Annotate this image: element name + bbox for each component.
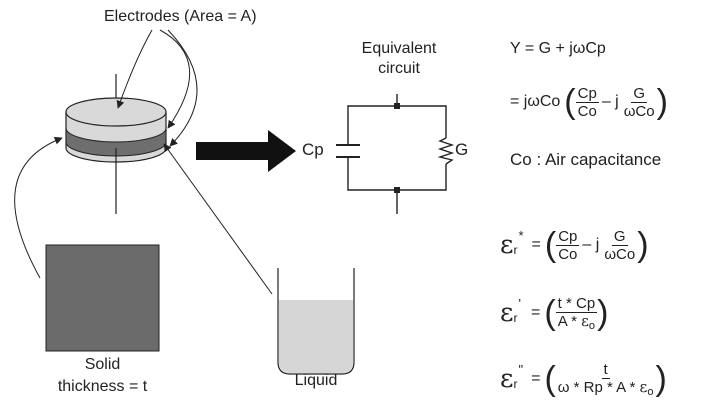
- e2-fraction: t * Cp A * εo: [555, 294, 598, 332]
- eq2-prefix: = jωCo: [510, 93, 561, 110]
- equation-eps-imag: ε r " = ( t ω * Rp * A * εo ): [500, 356, 667, 402]
- e3-den: ω * Rp * A * εo: [556, 377, 656, 398]
- eq2-rparen: ): [656, 83, 668, 121]
- electrode-pointer-mid: [159, 29, 190, 129]
- disk-sample-band: [65, 127, 167, 157]
- e3-lparen: (: [544, 360, 556, 398]
- e1-equals: =: [531, 236, 541, 253]
- e3-eps: ε: [500, 364, 514, 394]
- equation-eps-complex: ε r * = ( Cp Co – j G ωCo ): [500, 222, 649, 268]
- electrode-pointer-bottom: [167, 29, 198, 147]
- electrode-disk: [65, 74, 167, 214]
- e2-den-sub: o: [588, 319, 596, 332]
- e1-rparen: ): [637, 226, 649, 264]
- solid-arrow: [14, 136, 63, 279]
- circuit-node-top: [394, 103, 400, 109]
- e1-num1: Cp: [556, 227, 580, 246]
- e3-den-sub: o: [647, 385, 654, 398]
- e1-sub: r: [513, 243, 518, 257]
- e2-lparen: (: [544, 294, 556, 332]
- co-note: Co : Air capacitance: [510, 150, 662, 169]
- cp-label: Cp: [302, 140, 324, 159]
- eq2-fraction-cp-co: Cp Co: [575, 84, 599, 120]
- e2-den-prefix: A *: [557, 312, 582, 330]
- circuit-bottom-wire: [347, 157, 447, 191]
- equivalent-circuit-label-line1: Equivalent: [361, 40, 437, 57]
- e1-fraction-cp-co: Cp Co: [556, 227, 580, 263]
- solid-label-line2: thickness = t: [57, 378, 148, 395]
- equation-eps-real: ε r ' = ( t * Cp A * εo ): [500, 290, 608, 336]
- eq2-lparen: (: [564, 83, 576, 121]
- e3-fraction: t ω * Rp * A * εo: [556, 361, 656, 398]
- e3-sub: r: [513, 377, 518, 391]
- e1-sup: *: [518, 227, 524, 243]
- big-right-arrow: [196, 130, 296, 172]
- e2-num: t * Cp: [555, 294, 598, 313]
- e1-eps: ε: [500, 230, 514, 260]
- solid-sample: [45, 244, 160, 352]
- e1-den2: ωCo: [604, 245, 636, 263]
- equivalent-circuit-label-line2: circuit: [378, 60, 420, 77]
- g-label: G: [455, 140, 469, 159]
- disk-top-electrode: [65, 97, 167, 127]
- eq2-fraction-g-wco: G ωCo: [622, 85, 657, 120]
- e3-den-eps: ε: [639, 377, 648, 396]
- e2-sup: ': [518, 295, 521, 311]
- liquid-container: [277, 268, 355, 375]
- e3-sup: ": [518, 361, 524, 377]
- e2-den-eps: ε: [581, 311, 589, 330]
- e1-lparen: (: [544, 226, 557, 264]
- equation-admittance: Y = G + jωCp: [510, 40, 606, 57]
- e3-den-prefix: ω * Rp * A *: [557, 378, 640, 396]
- resistor-zigzag: [437, 137, 455, 165]
- e2-den: A * εo: [556, 311, 597, 332]
- liquid-label: Liquid: [294, 372, 338, 389]
- e2-equals: =: [530, 304, 541, 321]
- circuit-node-bottom: [394, 187, 400, 193]
- equation-admittance-expanded: = jωCo ( Cp Co – j G ωCo ): [510, 80, 668, 124]
- liquid-fill: [279, 300, 353, 373]
- e3-equals: =: [531, 370, 541, 387]
- e1-num2: G: [611, 227, 628, 246]
- e2-eps: ε: [500, 298, 514, 328]
- eq2-num2: G: [631, 84, 647, 103]
- e1-mid: – j: [582, 236, 600, 253]
- e3-rparen: ): [655, 360, 667, 398]
- e1-fraction-g-wco: G ωCo: [602, 228, 637, 263]
- eq2-mid: – j: [601, 93, 619, 110]
- equivalent-circuit: [336, 94, 455, 214]
- eq2-den2: ωCo: [623, 102, 655, 120]
- e2-sub: r: [513, 311, 518, 325]
- e2-rparen: ): [597, 294, 609, 332]
- e1-den1: Co: [558, 245, 578, 263]
- liquid-arrow: [163, 143, 273, 295]
- eq2-num1: Cp: [575, 84, 599, 103]
- circuit-top-wire: [347, 105, 447, 145]
- electrodes-label: Electrodes (Area = A): [104, 8, 257, 25]
- electrode-pointer-top: [116, 29, 153, 109]
- eq2-den1: Co: [577, 102, 597, 120]
- solid-label-line1: Solid: [84, 356, 121, 373]
- e3-num: t: [601, 360, 610, 379]
